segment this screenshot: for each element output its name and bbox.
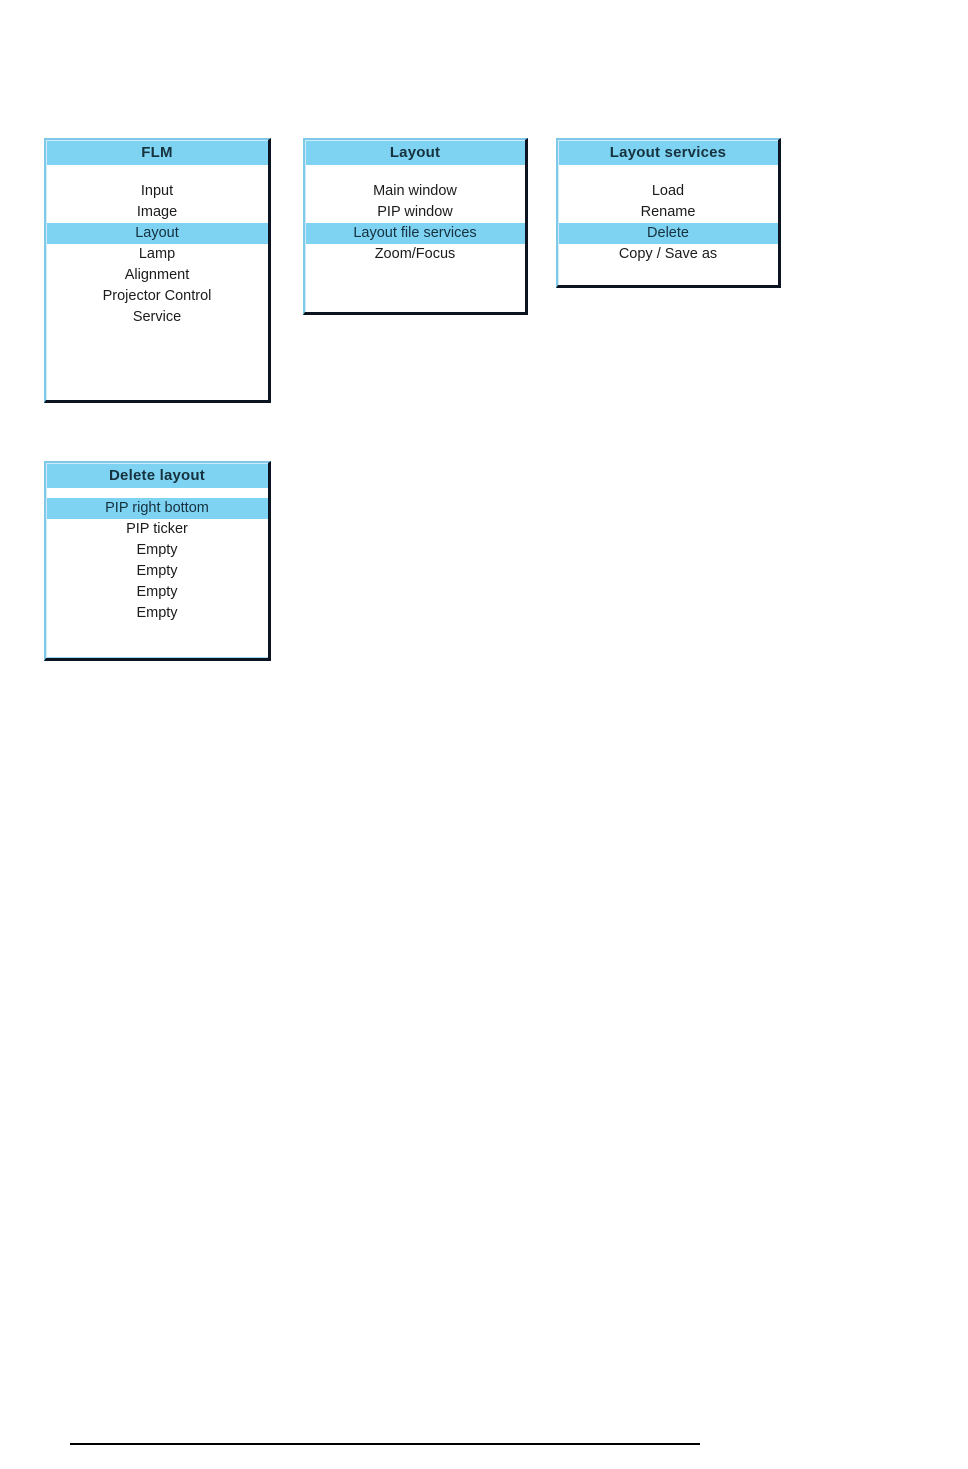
menu-item-pip-right-bottom[interactable]: PIP right bottom bbox=[46, 498, 268, 519]
menu-item-rename[interactable]: Rename bbox=[558, 202, 778, 223]
menu-item-list: Input Image Layout Lamp Alignment Projec… bbox=[46, 181, 268, 328]
menu-item-list: PIP right bottom PIP ticker Empty Empty … bbox=[46, 498, 268, 624]
menu-title: Delete layout bbox=[46, 463, 268, 488]
menu-item-main-window[interactable]: Main window bbox=[305, 181, 525, 202]
footnote-separator bbox=[70, 1443, 700, 1445]
menu-item-layout-file-services[interactable]: Layout file services bbox=[305, 223, 525, 244]
menu-title-spacer bbox=[305, 165, 525, 181]
menu-item-alignment[interactable]: Alignment bbox=[46, 265, 268, 286]
menu-item-service[interactable]: Service bbox=[46, 307, 268, 328]
osd-menu-layout: Layout Main window PIP window Layout fil… bbox=[303, 138, 528, 315]
menu-empty-area bbox=[558, 265, 778, 285]
menu-item-layout[interactable]: Layout bbox=[46, 223, 268, 244]
osd-menu-delete-layout: Delete layout PIP right bottom PIP ticke… bbox=[44, 461, 271, 661]
menu-item-empty-4[interactable]: Empty bbox=[46, 603, 268, 624]
menu-item-projector-control[interactable]: Projector Control bbox=[46, 286, 268, 307]
menu-empty-area bbox=[46, 328, 268, 400]
menu-title: Layout services bbox=[558, 140, 778, 165]
menu-item-lamp[interactable]: Lamp bbox=[46, 244, 268, 265]
menu-title: Layout bbox=[305, 140, 525, 165]
menu-item-image[interactable]: Image bbox=[46, 202, 268, 223]
menu-item-list: Load Rename Delete Copy / Save as bbox=[558, 181, 778, 265]
menu-empty-area bbox=[305, 265, 525, 312]
menu-item-zoom-focus[interactable]: Zoom/Focus bbox=[305, 244, 525, 265]
osd-menu-layout-services: Layout services Load Rename Delete Copy … bbox=[556, 138, 781, 288]
menu-item-empty-1[interactable]: Empty bbox=[46, 540, 268, 561]
menu-item-empty-3[interactable]: Empty bbox=[46, 582, 268, 603]
menu-item-delete[interactable]: Delete bbox=[558, 223, 778, 244]
osd-menu-flm: FLM Input Image Layout Lamp Alignment Pr… bbox=[44, 138, 271, 403]
menu-item-load[interactable]: Load bbox=[558, 181, 778, 202]
menu-title-spacer bbox=[558, 165, 778, 181]
menu-title-spacer bbox=[46, 165, 268, 181]
menu-title-spacer bbox=[46, 488, 268, 498]
menu-item-copy-save-as[interactable]: Copy / Save as bbox=[558, 244, 778, 265]
menu-item-pip-ticker[interactable]: PIP ticker bbox=[46, 519, 268, 540]
menu-empty-area bbox=[46, 624, 268, 657]
menu-item-empty-2[interactable]: Empty bbox=[46, 561, 268, 582]
menu-title: FLM bbox=[46, 140, 268, 165]
menu-item-input[interactable]: Input bbox=[46, 181, 268, 202]
menu-item-pip-window[interactable]: PIP window bbox=[305, 202, 525, 223]
menu-item-list: Main window PIP window Layout file servi… bbox=[305, 181, 525, 265]
